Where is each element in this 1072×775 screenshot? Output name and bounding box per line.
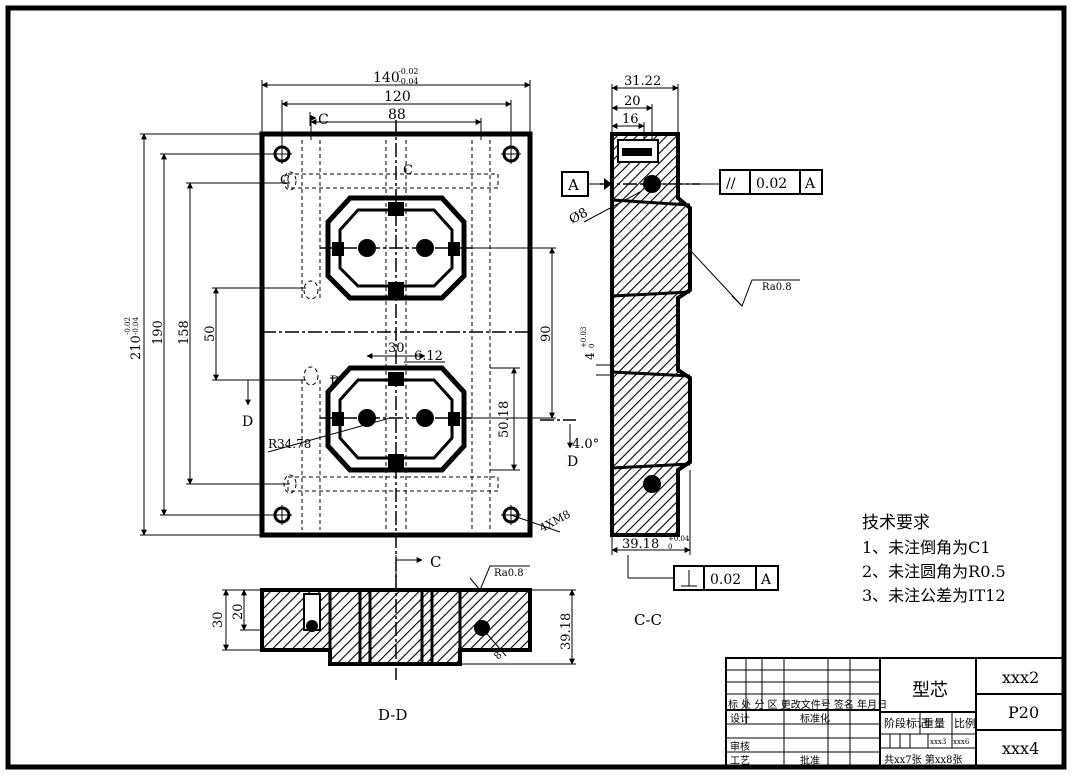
dim-39-18-tol-upper: +0.04 xyxy=(668,535,690,543)
section-view-c-c: 31.22 20 16 A Ø8 // 0.02 A Ra0.8 4 +0.03… xyxy=(561,74,823,629)
dim-140: 140 xyxy=(373,70,400,86)
dim-210-tol-lower: -0.04 xyxy=(132,317,140,335)
tb-code-mid: P20 xyxy=(1008,703,1039,722)
tb-weight: 重量 xyxy=(923,716,945,730)
dim-30-front: 30 xyxy=(388,341,405,356)
title-block: 标 处 分 区 更改文件号 签名 年月日 设计 标准化 审核 工艺 批准 型芯 … xyxy=(725,657,1065,768)
tb-stage-mark: 阶段标记 xyxy=(884,716,928,730)
tb-standardize: 标准化 xyxy=(800,712,830,725)
tb-part-name: 型芯 xyxy=(912,680,948,701)
tb-scale: 比例 xyxy=(954,716,976,730)
section-view-d-d: 30 20 39.18 Ra0.8 8 D-D xyxy=(211,565,576,724)
dim-20-bottom: 20 xyxy=(231,603,246,620)
right-dimensions: 90 50.18 30 6.12 R34.78 D C C 4XM8 xyxy=(267,163,573,535)
section-c-top: C xyxy=(318,112,329,128)
dim-120: 120 xyxy=(384,89,411,105)
sheet-border xyxy=(5,5,1067,770)
roughness-bottom: Ra0.8 xyxy=(494,568,524,579)
tb-approve: 批准 xyxy=(800,754,820,767)
top-dimensions: 140 -0.02 -0.04 120 88 C xyxy=(261,67,531,148)
dim-39-18-tol-lower: 0 xyxy=(668,543,672,551)
dim-50-18: 50.18 xyxy=(497,401,512,438)
dim-16-side: 16 xyxy=(622,112,639,127)
parallel-datum: A xyxy=(804,176,816,192)
diameter-8: Ø8 xyxy=(567,205,591,227)
dim-210: 210 xyxy=(129,335,144,360)
front-view: 140 -0.02 -0.04 120 88 C 210 -0.02 -0.04 xyxy=(124,67,599,580)
dim-r34-78: R34.78 xyxy=(268,437,311,451)
tech-requirements: 技术要求 1、未注倒角为C1 2、未注圆角为R0.5 3、未注公差为IT12 xyxy=(862,513,1006,605)
tb-row-header: 标 处 分 区 更改文件号 签名 年月日 xyxy=(728,698,887,711)
section-c-bottom: C xyxy=(430,553,441,571)
section-d-right: D xyxy=(567,454,578,470)
perp-value: 0.02 xyxy=(710,572,741,588)
dim-210-tol-upper: -0.02 xyxy=(124,317,132,335)
parallel-value: 0.02 xyxy=(756,176,787,192)
tech-title: 技术要求 xyxy=(862,513,930,533)
tb-sheets: 共xx7张 第xx8张 xyxy=(884,753,962,766)
section-c-arrow: C xyxy=(395,553,441,578)
dim-39-18-side: 39.18 xyxy=(622,537,659,552)
dim-158: 158 xyxy=(177,320,192,345)
dim-90: 90 xyxy=(539,325,554,342)
tb-code-bottom: xxx4 xyxy=(1002,739,1039,758)
dim-20-side: 20 xyxy=(624,94,641,109)
dim-6-12: 6.12 xyxy=(414,349,443,364)
section-dd-title: D-D xyxy=(378,706,407,724)
dim-140-tol-upper: -0.02 xyxy=(398,67,419,76)
tech-item-2: 2、未注圆角为R0.5 xyxy=(862,562,1006,581)
dim-4-tol-lower: 0 xyxy=(588,344,596,348)
tb-review: 审核 xyxy=(730,740,750,753)
dim-190: 190 xyxy=(151,320,166,345)
section-c-left: C xyxy=(280,173,290,188)
dim-39-18-bottom: 39.18 xyxy=(559,613,574,650)
tb-process: 工艺 xyxy=(730,755,750,767)
dim-30-bottom: 30 xyxy=(211,611,226,628)
tech-item-1: 1、未注倒角为C1 xyxy=(862,538,991,557)
section-d-inner: D xyxy=(330,374,340,389)
roughness-side: Ra0.8 xyxy=(762,282,792,293)
dim-50: 50 xyxy=(203,325,218,342)
tech-item-3: 3、未注公差为IT12 xyxy=(862,586,1006,605)
left-dimensions: 210 -0.02 -0.04 190 158 50 D xyxy=(124,133,306,536)
tb-sheet-small-1: xxx3 xyxy=(930,738,946,746)
section-d-left: D xyxy=(242,414,253,430)
section-d-arrow-right: D 4.0° xyxy=(540,419,599,470)
tb-sheet-small-2: xxx6 xyxy=(953,738,970,746)
section-c-inner: C xyxy=(403,163,413,178)
dim-31-22: 31.22 xyxy=(624,74,661,89)
dim-4-side: 4 xyxy=(583,352,597,360)
dim-140-tol-lower: -0.04 xyxy=(398,77,419,86)
dim-88: 88 xyxy=(388,107,406,123)
parallel-symbol: // xyxy=(726,176,736,192)
dim-4-tol-upper: +0.03 xyxy=(580,327,588,348)
angle-4: 4.0° xyxy=(572,437,599,452)
datum-a: A xyxy=(567,176,579,194)
section-cc-title: C-C xyxy=(634,611,662,629)
tb-code-top: xxx2 xyxy=(1002,668,1039,687)
lower-cavity xyxy=(320,365,472,473)
perp-datum: A xyxy=(760,572,772,588)
tb-design: 设计 xyxy=(730,712,750,725)
